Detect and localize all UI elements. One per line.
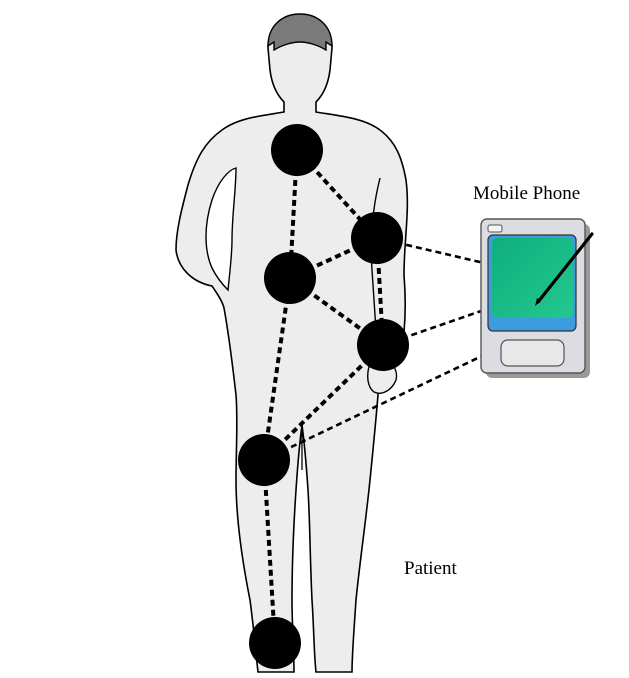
phone-screen — [492, 238, 573, 318]
sensor-left-knee — [238, 434, 290, 486]
sensor-abdomen — [264, 252, 316, 304]
mobile-phone-label: Mobile Phone — [473, 183, 580, 205]
mobile-phone — [481, 219, 592, 378]
patient-label: Patient — [404, 558, 457, 580]
phone-indicator — [488, 225, 502, 232]
sensor-right-hip — [357, 319, 409, 371]
phone-button — [501, 340, 564, 366]
sensor-left-ankle — [249, 617, 301, 669]
sensor-chest — [271, 124, 323, 176]
sensor-right-waist — [351, 212, 403, 264]
